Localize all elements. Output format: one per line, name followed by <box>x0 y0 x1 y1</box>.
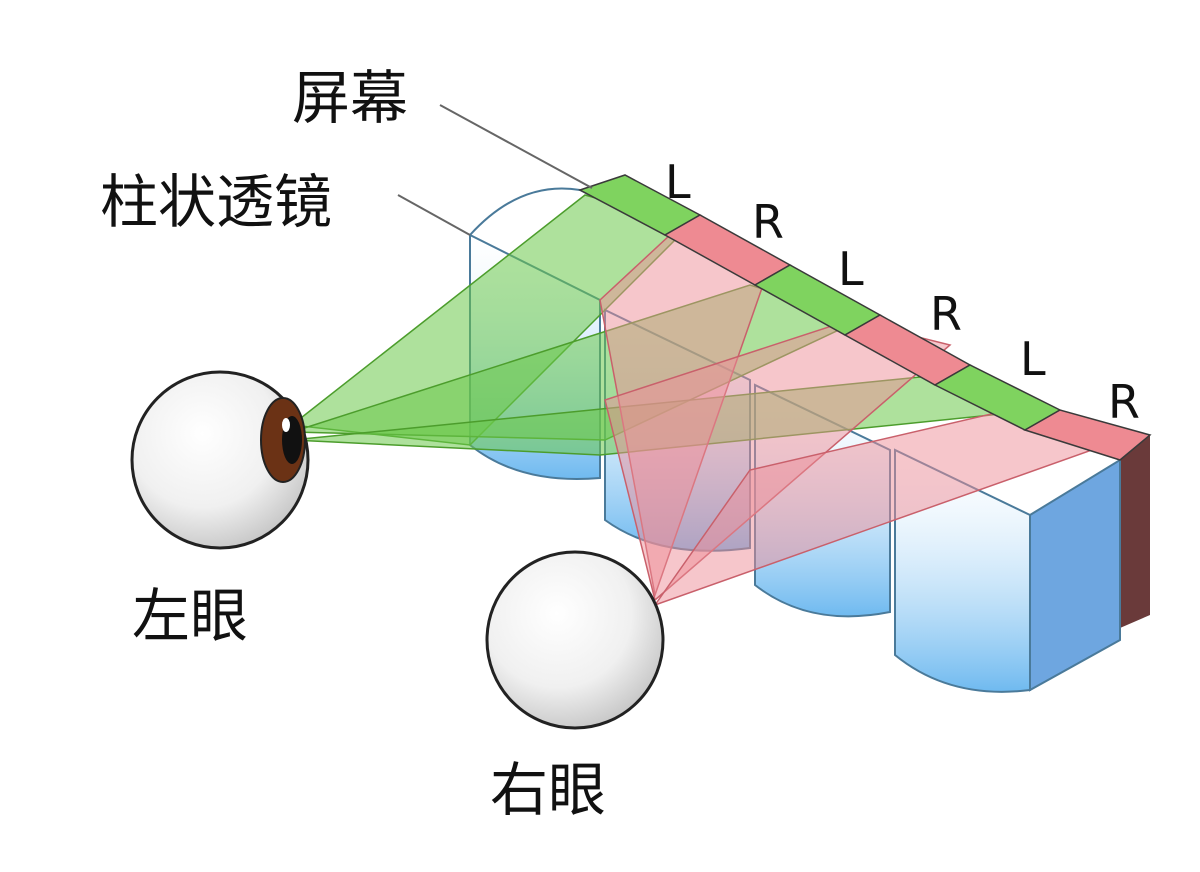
screen-leader-line <box>439 104 593 189</box>
left-highlight <box>282 418 290 432</box>
strip-R-3 <box>1023 409 1152 461</box>
lens-top-curve <box>469 187 1121 461</box>
screen-back-face <box>1120 435 1150 628</box>
strip-labels: L R L R L R <box>665 155 1140 429</box>
strip-letter-5: L <box>1020 332 1046 386</box>
lens-leader-line <box>397 194 471 236</box>
left-eye-label: 左眼 <box>132 582 248 650</box>
lens-side-face <box>1029 458 1121 692</box>
right-eyeball <box>485 550 665 730</box>
strip-letter-6: R <box>1108 375 1140 429</box>
right-eye-beams <box>599 234 1123 607</box>
strip-letter-2: R <box>752 195 784 249</box>
left-eye <box>130 370 310 550</box>
lenticular-lens-label: 柱状透镜 <box>100 168 332 236</box>
strip-letter-3: L <box>838 242 864 296</box>
screen-strips <box>578 174 1152 461</box>
screen-label: 屏幕 <box>292 64 408 132</box>
strip-letter-1: L <box>665 155 691 209</box>
right-eye-label: 右眼 <box>490 756 606 824</box>
right-eye <box>485 550 665 730</box>
strip-letter-4: R <box>930 287 962 341</box>
